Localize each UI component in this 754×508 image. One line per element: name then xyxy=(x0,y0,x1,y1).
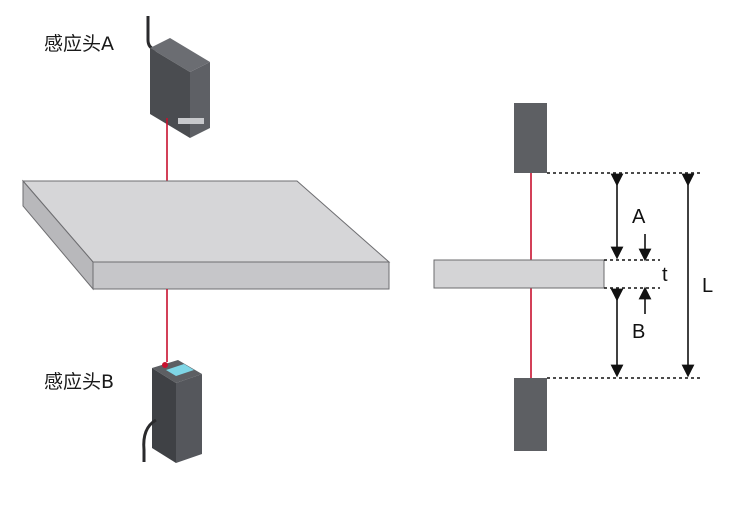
sensor-a-cable xyxy=(146,16,157,52)
dimension-t-label: t xyxy=(662,264,668,286)
sensor-a-label: 感应头A xyxy=(44,33,114,55)
workpiece-plate-3d xyxy=(21,179,391,291)
sensor-a-icon xyxy=(150,38,210,138)
sensor-b-icon xyxy=(152,360,202,463)
sensor-b-assembly xyxy=(142,289,202,463)
dimension-l-label: L xyxy=(702,275,713,297)
sensor-b-cable xyxy=(142,418,157,462)
plate-front-face xyxy=(92,261,390,290)
sensor-b-block xyxy=(514,378,547,451)
workpiece-section xyxy=(433,259,605,289)
dimension-a-label: A xyxy=(632,206,646,228)
sensor-b-label: 感应头B xyxy=(44,371,114,393)
schematic: A t B L xyxy=(433,103,713,451)
sensor-a-assembly xyxy=(146,16,210,214)
sensor-a-block xyxy=(514,103,547,173)
dimension-b-label: B xyxy=(632,321,645,343)
